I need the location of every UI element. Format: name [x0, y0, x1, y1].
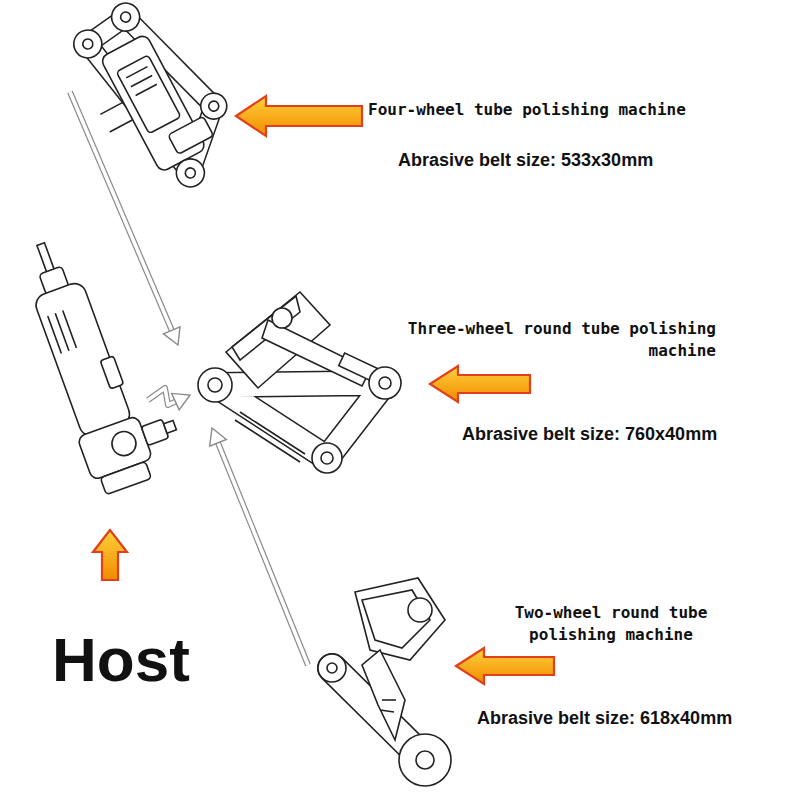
guide-arrow-head [172, 393, 190, 409]
guide-arrow-core [218, 443, 308, 665]
host-label: Host [52, 618, 190, 702]
guide-arrow-core [148, 388, 175, 405]
four-wheel-machine [59, 0, 254, 210]
machine-name: Four-wheel tube polishing machine [368, 99, 686, 121]
machine-name: Three-wheel round tube polishing machine [404, 318, 716, 361]
guide-arrow-head [210, 428, 227, 446]
two-wheel-machine [318, 578, 451, 786]
pointer-arrow [236, 96, 362, 136]
machine-name: Two-wheel round tube polishing machine [495, 602, 727, 645]
belt-size: Abrasive belt size: 760x40mm [462, 422, 717, 446]
pointer-arrow [430, 366, 530, 402]
pointer-arrow [456, 648, 554, 684]
angle-grinder [11, 222, 189, 497]
pointer-arrows [93, 96, 554, 684]
belt-size: Abrasive belt size: 533x30mm [398, 148, 653, 172]
guide-arrow-outline [218, 443, 308, 665]
belt-size: Abrasive belt size: 618x40mm [477, 706, 732, 730]
guide-arrow-head [163, 327, 180, 345]
three-wheel-machine [198, 292, 401, 473]
pointer-arrow [93, 530, 127, 580]
guide-arrow-outline [148, 388, 175, 405]
